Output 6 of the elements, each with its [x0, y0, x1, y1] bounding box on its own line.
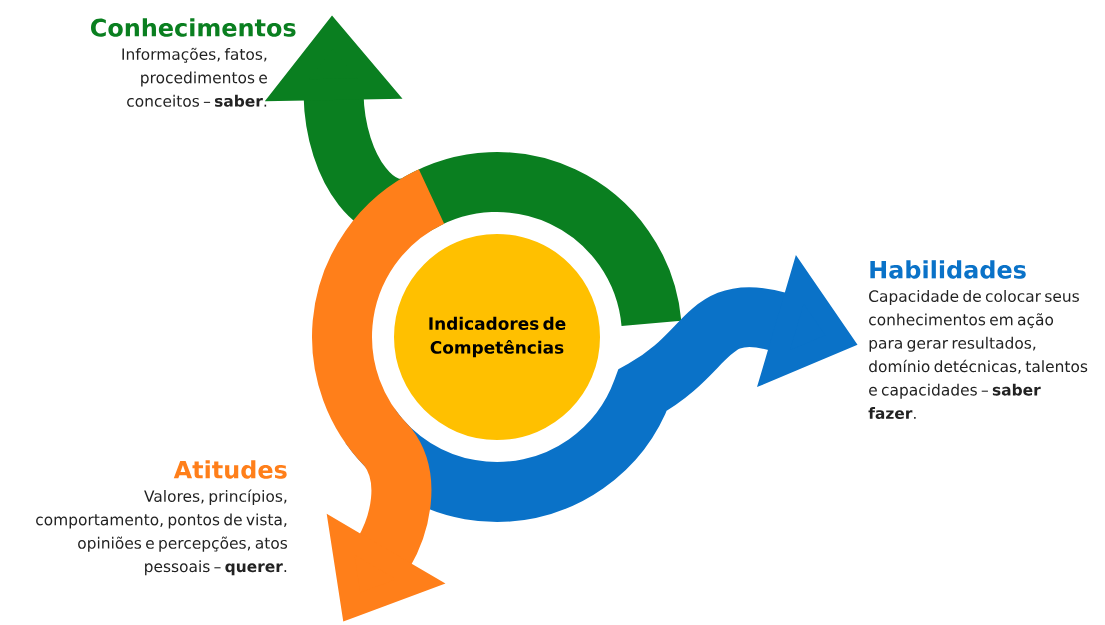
description: Capacidade de colocar seus conhecimentos em ação para gerar resultados, domínio detécnicas, talentos e capacidades – saber fazer.	[868, 290, 1088, 420]
heading: Habilidades	[870, 260, 1026, 279]
description: Informações, fatos, procedimentos e conceitos – saber.	[122, 47, 267, 107]
heading: Conhecimentos	[91, 18, 296, 37]
heading: Atitudes	[173, 460, 287, 479]
description: Valores, princípios, comportamento, pontos de vista, opiniões e percepções, atos pessoais – querer.	[36, 489, 288, 576]
